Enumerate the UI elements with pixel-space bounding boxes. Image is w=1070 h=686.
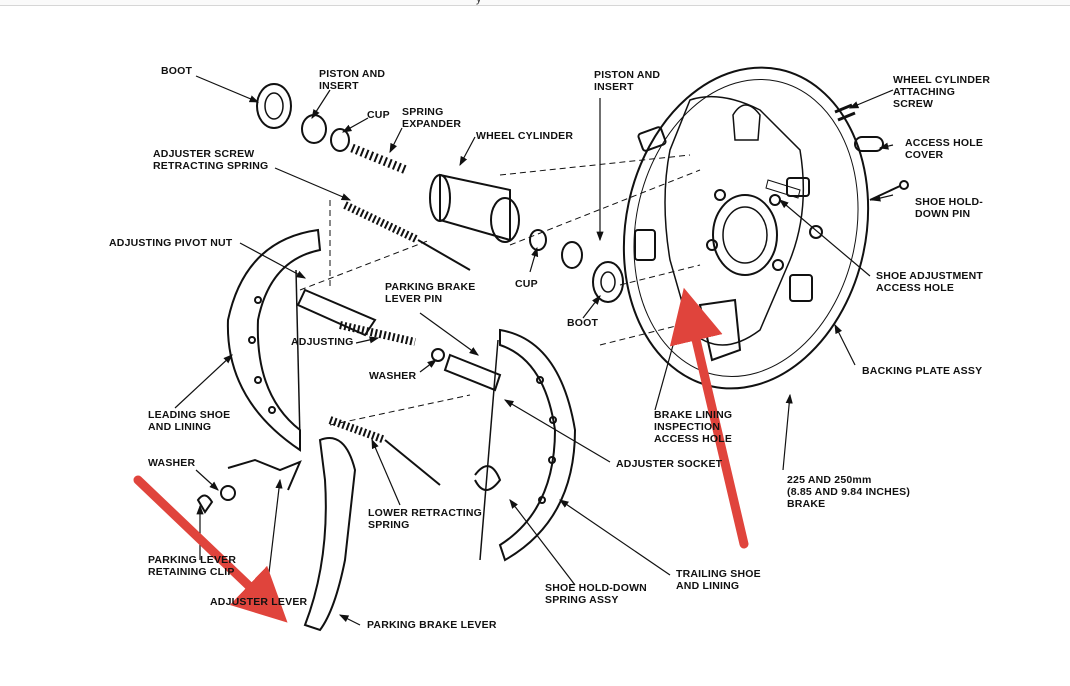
adjuster-and-lever bbox=[196, 288, 502, 632]
label-parking-brake-lever: PARKING BRAKE LEVER bbox=[367, 619, 497, 631]
red-arrow-adjuster-lever bbox=[133, 475, 288, 623]
red-annotation-arrows bbox=[133, 287, 749, 623]
label-washer-left: WASHER bbox=[148, 457, 196, 469]
backing-plate bbox=[622, 66, 870, 390]
trailing-shoe bbox=[479, 328, 577, 562]
label-adjusting-pivot-nut: ADJUSTING PIVOT NUT bbox=[109, 237, 233, 249]
label-adjuster-lever: ADJUSTER LEVER bbox=[210, 596, 308, 608]
top-toolbar-edge: y bbox=[0, 0, 1070, 6]
top-text-fragment: y bbox=[476, 0, 482, 5]
label-adjusting: ADJUSTING bbox=[291, 336, 354, 348]
springs bbox=[328, 201, 502, 491]
label-cup-mid: CUP bbox=[515, 278, 538, 290]
leader-lines bbox=[174, 75, 894, 626]
alignment-lines bbox=[299, 154, 701, 426]
label-backing-plate: BACKING PLATE ASSY bbox=[862, 365, 983, 377]
label-brake-size: 225 AND 250mm(8.85 AND 9.84 INCHES)BRAKE bbox=[787, 474, 911, 510]
label-shoe-holddown-pin: SHOE HOLD-DOWN PIN bbox=[915, 196, 983, 220]
red-arrow-inspection-hole bbox=[669, 287, 749, 549]
label-boot-mid: BOOT bbox=[567, 317, 599, 329]
label-wheel-cylinder: WHEEL CYLINDER bbox=[476, 130, 574, 142]
label-boot-top: BOOT bbox=[161, 65, 193, 77]
wheel-cylinder-parts bbox=[256, 83, 624, 303]
label-cup-top: CUP bbox=[367, 109, 390, 121]
label-adjuster-socket: ADJUSTER SOCKET bbox=[616, 458, 723, 470]
leading-shoe bbox=[226, 228, 322, 452]
label-washer-mid: WASHER bbox=[369, 370, 417, 382]
right-hardware bbox=[834, 103, 909, 201]
